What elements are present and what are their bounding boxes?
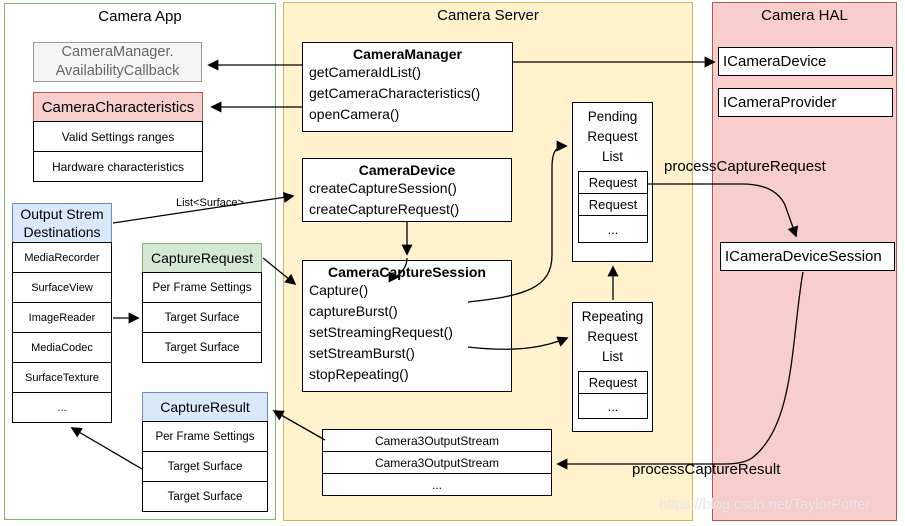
capture-result-row: Per Frame Settings xyxy=(142,421,268,452)
characteristics-row: Hardware characteristics xyxy=(33,151,203,182)
camera3-output-stream-row: Camera3OutputStream xyxy=(322,451,552,474)
edge-label-list-surface: List<Surface> xyxy=(174,197,246,209)
output-stream-row: SurfaceView xyxy=(12,272,112,303)
icamera-device-session-box: ICameraDeviceSession xyxy=(720,242,895,271)
method: getCameraCharacteristics() xyxy=(309,85,481,101)
camera-capture-session-title: CameraCaptureSession xyxy=(328,264,486,280)
camera3-output-stream-stack: Camera3OutputStream Camera3OutputStream … xyxy=(322,429,552,496)
method: getCameraIdList() xyxy=(309,64,422,80)
method: Capture() xyxy=(309,282,369,298)
capture-result-stack: CaptureResult Per Frame Settings Target … xyxy=(142,392,268,512)
output-stream-row: ImageReader xyxy=(12,302,112,333)
pending-request-item: Request xyxy=(578,171,648,194)
edge-label-process-capture-request: processCaptureRequest xyxy=(664,158,826,175)
characteristics-row: Valid Settings ranges xyxy=(33,121,203,152)
camera-capture-session-box: CameraCaptureSession Capture() captureBu… xyxy=(302,260,512,392)
camera-manager-title: CameraManager xyxy=(353,46,462,62)
camera-device-box: CameraDevice createCaptureSession() crea… xyxy=(302,158,512,222)
output-stream-row: MediaCodec xyxy=(12,332,112,363)
panel-camera-server-title: Camera Server xyxy=(437,7,539,24)
method: stopRepeating() xyxy=(309,366,409,382)
watermark: https://blog.csdn.net/TaylorPotter xyxy=(659,497,871,513)
method: setStreamBurst() xyxy=(309,345,415,361)
method: createCaptureSession() xyxy=(309,180,457,196)
output-stream-row: SurfaceTexture xyxy=(12,362,112,393)
method: setStreamingRequest() xyxy=(309,324,453,340)
camera-characteristics-stack: CameraCharacteristics Valid Settings ran… xyxy=(33,92,203,182)
repeating-request-item: Request xyxy=(578,371,648,394)
repeating-request-list: Repeating Request List Request ... xyxy=(572,302,653,432)
camera-device-title: CameraDevice xyxy=(358,162,456,178)
icamera-provider-box: ICameraProvider xyxy=(718,88,893,117)
camera3-output-stream-row: ... xyxy=(322,473,552,496)
icamera-device-box: ICameraDevice xyxy=(718,47,893,76)
output-stream-destinations-stack: Output Strem Destinations MediaRecorder … xyxy=(12,203,112,423)
capture-request-row: Per Frame Settings xyxy=(142,272,262,303)
capture-request-row: Target Surface xyxy=(142,332,262,363)
pending-request-item: Request xyxy=(578,193,648,216)
output-stream-destinations-header: Output Strem Destinations xyxy=(12,203,112,243)
panel-camera-app-title: Camera App xyxy=(98,8,182,25)
camera-characteristics-header: CameraCharacteristics xyxy=(33,92,203,122)
capture-request-row: Target Surface xyxy=(142,302,262,333)
method: createCaptureRequest() xyxy=(309,201,460,217)
repeating-request-item: ... xyxy=(578,393,648,419)
capture-result-header: CaptureResult xyxy=(142,392,268,422)
pending-request-list: Pending Request List Request Request ... xyxy=(572,102,653,262)
availability-callback-box: CameraManager. AvailabilityCallback xyxy=(33,42,202,82)
pending-request-list-title: Pending Request List xyxy=(587,109,638,164)
camera3-output-stream-row: Camera3OutputStream xyxy=(322,429,552,452)
output-stream-row: MediaRecorder xyxy=(12,242,112,273)
method: captureBurst() xyxy=(309,303,398,319)
capture-result-row: Target Surface xyxy=(142,481,268,512)
camera-manager-box: CameraManager getCameraIdList() getCamer… xyxy=(302,42,513,132)
repeating-request-list-title: Repeating Request List xyxy=(581,309,644,364)
capture-request-header: CaptureRequest xyxy=(142,243,262,273)
panel-camera-hal-title: Camera HAL xyxy=(761,7,848,24)
pending-request-item: ... xyxy=(578,215,648,243)
edge-label-process-capture-result: processCaptureResult xyxy=(632,461,781,478)
capture-result-row: Target Surface xyxy=(142,451,268,482)
output-stream-row: ... xyxy=(12,392,112,423)
capture-request-stack: CaptureRequest Per Frame Settings Target… xyxy=(142,243,262,363)
method: openCamera() xyxy=(309,106,400,122)
